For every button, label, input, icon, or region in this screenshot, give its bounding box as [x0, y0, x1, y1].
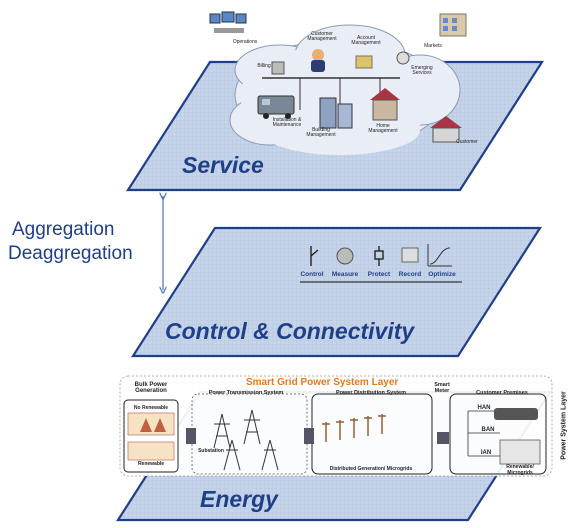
control-label: Control [300, 271, 324, 278]
dist-gen-label: Distributed Generation/ Microgrids [329, 466, 413, 472]
energy-layer-title: Smart Grid Power System Layer [246, 377, 399, 388]
home-icon [370, 88, 400, 121]
power-system-layer-label: Power System Layer [560, 391, 568, 460]
installation-label: Installation & Maintenance [272, 117, 302, 128]
customer-label: Customer [456, 139, 478, 145]
emerging-services-icon [396, 51, 410, 65]
operations-icon [209, 11, 247, 33]
control-plane [130, 226, 543, 358]
energy-layer-frame [119, 375, 553, 477]
aggregation-label: Aggregation [12, 219, 115, 240]
premises-label: Customer Premises [476, 390, 528, 396]
optimize-label: Optimize [428, 271, 456, 278]
optimize-icon [427, 244, 452, 267]
no-renewable-label: No Renewable [133, 405, 169, 411]
building-icon [319, 97, 353, 129]
record-icon [401, 247, 419, 263]
markets-label: Markets [424, 43, 442, 49]
record-label: Record [398, 271, 422, 278]
transmission-towers [213, 409, 279, 471]
control-icon [310, 246, 319, 266]
protect-icon [374, 246, 384, 266]
customer-icon [430, 116, 462, 143]
energy-plane-title: Energy [200, 486, 278, 512]
bulk-label: Bulk Power Generation [134, 382, 168, 394]
measure-icon [336, 247, 354, 265]
control-plane-title: Control & Connectivity [165, 318, 415, 344]
ban-label: BAN [481, 427, 495, 433]
customer-management-icon [311, 49, 325, 72]
renewable-micro-label: Renewable/ Microgrids [506, 464, 534, 476]
deaggregation-label: Deaggregation [8, 243, 133, 264]
transmission-label: Power Transmission System [208, 390, 284, 396]
home-label: Home Management [368, 123, 398, 134]
protect-label: Protect [367, 271, 391, 278]
renewable-label: Renewable [137, 461, 165, 467]
ian-label: IAN [480, 450, 492, 456]
service-plane-title: Service [182, 152, 264, 178]
measure-label: Measure [331, 271, 359, 278]
emerging-services-label: Emerging Services [411, 65, 433, 76]
markets-icon [439, 13, 467, 37]
operations-label: Operations [232, 39, 258, 45]
installation-icon [257, 95, 295, 119]
smart-meter-label: Smart Meter [434, 382, 450, 394]
building-label: Building Management [306, 127, 336, 138]
transmission-box [191, 393, 308, 475]
distribution-label: Power Distribution System [336, 390, 406, 396]
substation-label: Substation [198, 448, 224, 454]
account-management-icon [355, 55, 373, 69]
han-label: HAN [477, 405, 491, 411]
customer-management-label: Customer Management [307, 31, 337, 42]
distribution-poles [322, 414, 386, 442]
billing-label: Billing [257, 63, 271, 69]
premises-box [449, 393, 547, 475]
billing-icon [271, 61, 285, 75]
account-management-label: Account Management [351, 35, 381, 46]
